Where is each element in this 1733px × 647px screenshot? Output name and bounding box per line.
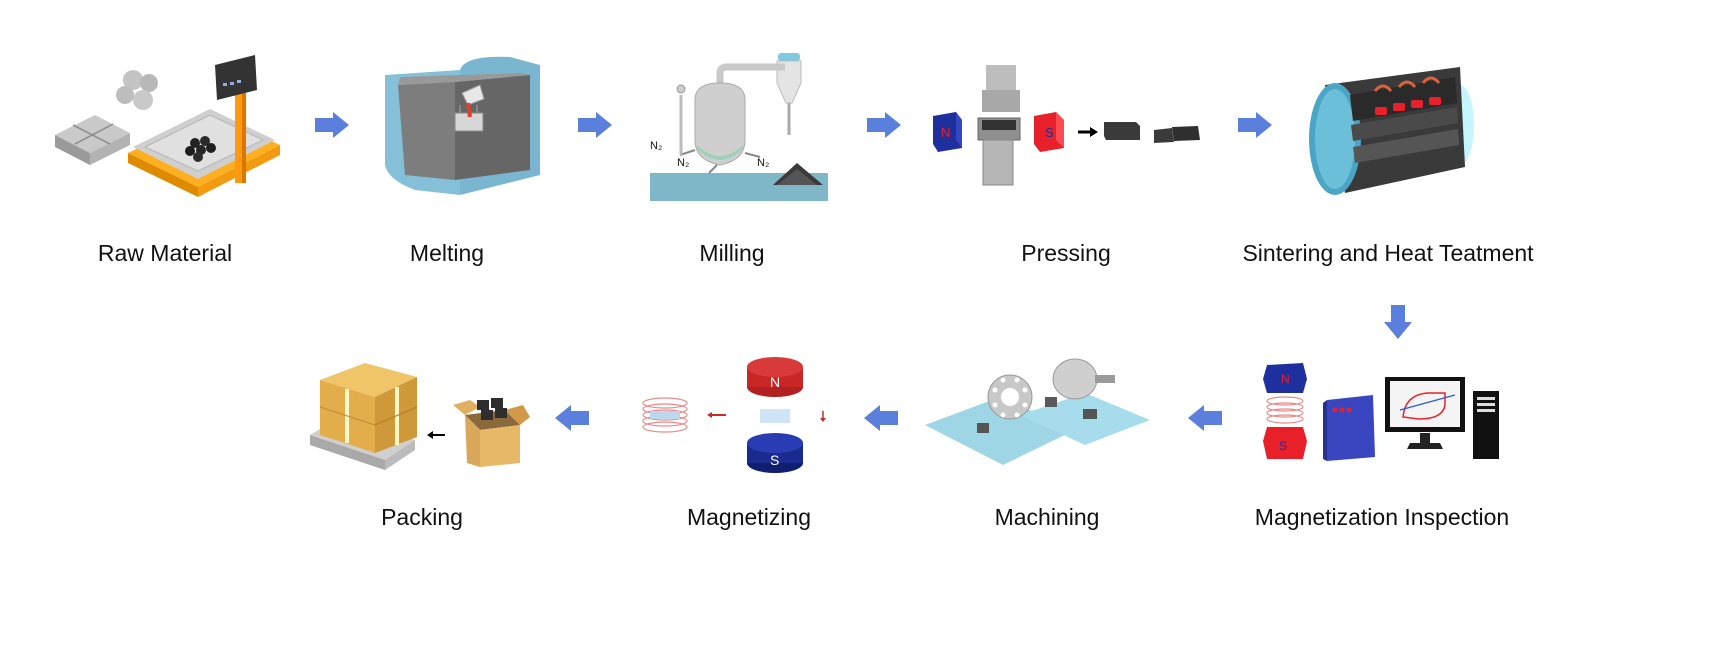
flow-arrow-4 xyxy=(1238,112,1272,138)
pressing-illustration: N S xyxy=(933,65,1200,186)
weighing-scale xyxy=(128,55,280,197)
metal-balls xyxy=(116,70,158,110)
measurement-cabinet xyxy=(1323,395,1375,461)
milling-illustration: N₂ N₂ N₂ xyxy=(650,53,828,201)
test-fixture: N S xyxy=(1263,363,1307,459)
magnetizer-poles: N S xyxy=(747,357,826,473)
n2-label-middle: N₂ xyxy=(677,157,689,169)
fixture-south-label: S xyxy=(1279,439,1287,453)
step-label-melting: Melting xyxy=(409,240,485,266)
step-label-magnetization-inspection: Magnetization Inspection xyxy=(1254,504,1510,530)
magnetizing-coil xyxy=(642,397,726,433)
sintering-furnace xyxy=(1309,67,1474,195)
computer-monitor xyxy=(1385,377,1465,449)
south-label: S xyxy=(1045,125,1054,140)
south-pole-block: S xyxy=(1034,112,1064,152)
ingot-stack xyxy=(55,115,130,165)
pressed-blocks xyxy=(1078,122,1200,143)
step-label-machining: Machining xyxy=(994,504,1100,530)
open-box xyxy=(427,398,530,467)
sintering-illustration xyxy=(1309,67,1474,195)
step-label-raw-material: Raw Material xyxy=(97,240,233,266)
machining-station xyxy=(925,358,1150,465)
flow-arrow-6 xyxy=(864,405,898,431)
flow-arrow-2 xyxy=(578,112,612,138)
packing-illustration xyxy=(310,363,530,470)
flow-arrow-1 xyxy=(315,112,349,138)
magnetizer-north-label: N xyxy=(770,374,780,390)
n2-label-left: N₂ xyxy=(650,140,662,152)
fixture-north-label: N xyxy=(1281,372,1290,386)
magnetizer-south-label: S xyxy=(770,452,779,468)
step-label-packing: Packing xyxy=(381,504,463,530)
flow-arrow-5 xyxy=(1188,405,1222,431)
computer-tower xyxy=(1473,391,1499,459)
step-label-milling: Milling xyxy=(699,240,765,266)
pallet-boxes xyxy=(310,363,418,470)
flow-arrow-7 xyxy=(555,405,589,431)
raw-material-illustration xyxy=(55,55,280,197)
furnace xyxy=(385,56,540,195)
magnetization-inspection-illustration: N S xyxy=(1263,363,1499,461)
north-pole-block: N xyxy=(933,112,962,152)
step-label-pressing: Pressing xyxy=(1021,240,1111,266)
press-mold xyxy=(977,65,1021,186)
flow-arrow-3 xyxy=(867,112,901,138)
step-label-magnetizing: Magnetizing xyxy=(686,504,812,530)
magnetizing-illustration: N S xyxy=(642,357,826,473)
melting-illustration xyxy=(385,56,540,195)
step-label-sintering: Sintering and Heat Teatment xyxy=(1242,240,1534,266)
n2-label-right: N₂ xyxy=(757,157,769,169)
north-label: N xyxy=(941,125,950,140)
machining-illustration xyxy=(925,358,1150,465)
flow-arrow-down xyxy=(1384,305,1412,339)
jet-mill xyxy=(650,53,828,201)
